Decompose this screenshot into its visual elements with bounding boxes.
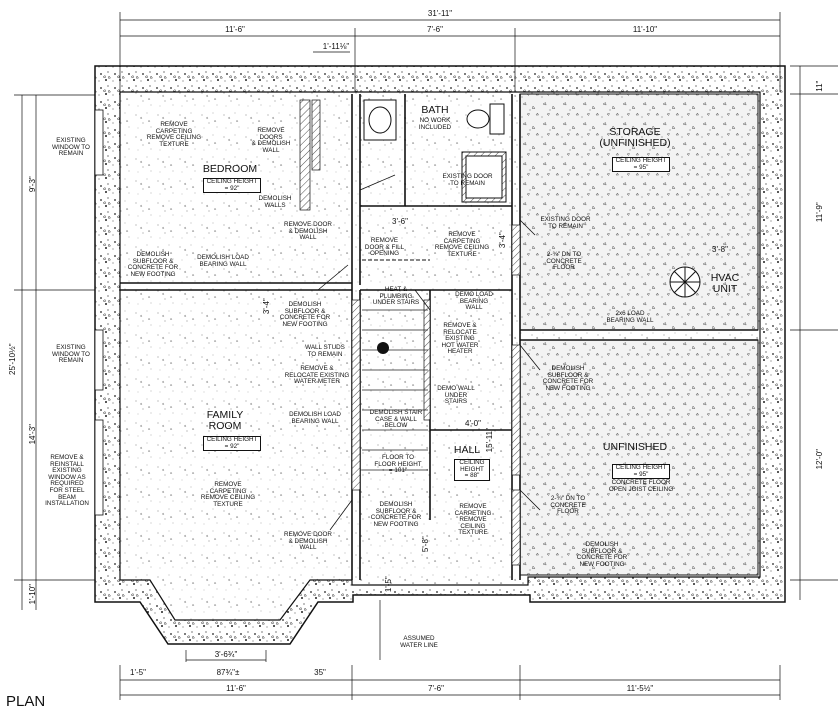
note-family-load-wall: DEMOLISH LOAD BEARING WALL: [289, 411, 341, 425]
note-hot-water: REMOVE & RELOCATE EXISTING HOT WATER HEA…: [441, 322, 479, 356]
dim-right-1: 11": [814, 80, 824, 92]
dim-bot-3: 35": [314, 668, 326, 677]
note-family-subfloor: DEMOLISH SUBFLOOR & CONCRETE FOR NEW FOO…: [279, 301, 331, 328]
note-unfinished-step: 2-¾" DN TO CONCRETE FLOOR: [550, 495, 586, 516]
note-storage-step: 2-¾" DN TO CONCRETE FLOOR: [546, 251, 582, 272]
dim-left-3: 1'-10": [27, 584, 37, 605]
dim-1511: 15'-11": [484, 428, 494, 453]
note-storage-door: EXISTING DOOR TO REMAIN: [540, 216, 591, 230]
dim-left-2: 14'-3": [27, 424, 37, 445]
dim-right-2: 11'-9": [814, 202, 824, 223]
note-hall-carpet: REMOVE CARPETING REMOVE CEILING TEXTURE: [454, 503, 492, 537]
note-remove-doors: REMOVE DOORS & DEMOLISH WALL: [251, 127, 291, 154]
note-bath-door: EXISTING DOOR TO REMAIN: [442, 173, 493, 187]
dim-bot-6: 11'-5½": [626, 684, 654, 693]
dim-top-total: 31'-11": [427, 9, 453, 18]
dim-bay: 3'-6¾": [214, 650, 238, 659]
note-bedroom-subfloor: DEMOLISH SUBFLOOR & CONCRETE FOR NEW FOO…: [127, 251, 179, 278]
dim-bot-5: 7'-6": [428, 684, 444, 693]
dim-58: 5'-8": [420, 536, 430, 553]
dim-34a: 3'-4": [497, 232, 507, 249]
note-demo-load-wall: DEMO LOAD BEARING WALL: [455, 291, 493, 312]
room-hall-label: HALL: [453, 444, 481, 456]
dim-36: 3'-6": [392, 217, 408, 226]
dim-40: 4'-0": [465, 419, 481, 428]
dim-bot-2: 87¾"±: [216, 668, 240, 677]
note-bedroom-load-wall: DEMOLISH LOAD BEARING WALL: [197, 254, 249, 268]
note-water-line: ASSUMED WATER LINE: [400, 635, 438, 649]
note-bath-carpet: REMOVE CARPETING REMOVE CEILING TEXTURE: [434, 231, 490, 258]
note-hall-subfloor: DEMOLISH SUBFLOOR & CONCRETE FOR NEW FOO…: [370, 501, 422, 528]
dim-left-total: 25'-10½": [7, 343, 17, 375]
room-storage-label: STORAGE (UNFINISHED): [599, 126, 671, 150]
bath-note: NO WORK INCLUDED: [418, 117, 452, 131]
room-bedroom-label: BEDROOM: [202, 163, 258, 175]
unfinished-note: CONCRETE FLOOR OPEN JOIST CEILING: [608, 479, 674, 493]
note-unfinished-subfloor-2: DEMOLISH SUBFLOOR & CONCRETE FOR NEW FOO…: [576, 541, 628, 568]
plan-title: PLAN: [6, 693, 46, 710]
hvac-label: HVAC UNIT: [710, 272, 740, 296]
dim-bot-1: 1'-5": [130, 668, 146, 677]
note-remove-door-2: REMOVE DOOR & DEMOLISH WALL: [284, 531, 332, 552]
room-unfinished-label: UNFINISHED: [602, 441, 668, 453]
note-remove-door-1: REMOVE DOOR & DEMOLISH WALL: [284, 221, 332, 242]
dim-top-2: 7'-6": [427, 25, 443, 34]
dim-top-small: 1'-11⅛": [322, 42, 350, 51]
note-stair-case: DEMOLISH STAIR CASE & WALL BELOW: [369, 409, 423, 430]
note-window-family: EXISTING WINDOW TO REMAIN: [52, 344, 90, 365]
dim-38: 3'-8": [712, 245, 728, 254]
room-family-label: FAMILY ROOM: [206, 409, 244, 433]
note-unfinished-subfloor-1: DEMOLISH SUBFLOOR & CONCRETE FOR NEW FOO…: [542, 365, 594, 392]
storage-ceiling-height: CEILING HEIGHT = 95": [612, 157, 670, 173]
dim-34b: 3'-4": [261, 298, 271, 315]
note-water-meter: REMOVE & RELOCATE EXISTING WATER METER: [284, 365, 350, 386]
hall-ceiling-height: CEILING HEIGHT = 88": [454, 459, 490, 481]
dim-right-3: 12'-0": [814, 449, 824, 470]
bedroom-ceiling-height: CEILING HEIGHT = 92": [203, 178, 261, 194]
dim-bot-4: 11'-6": [226, 684, 246, 693]
note-fill-opening: REMOVE DOOR & FILL OPENING: [364, 237, 405, 258]
dim-top-3: 11'-10": [632, 25, 658, 34]
note-window-bedroom: EXISTING WINDOW TO REMAIN: [52, 137, 90, 158]
note-demolish-walls: DEMOLISH WALLS: [258, 195, 292, 209]
dim-top-1: 11'-6": [225, 25, 245, 34]
family-ceiling-height: CEILING HEIGHT = 92": [203, 436, 261, 452]
dim-15: 1'-5": [383, 576, 393, 593]
note-load-wall-2x6: 2x6 LOAD BEARING WALL: [606, 310, 654, 324]
unfinished-ceiling-height: CEILING HEIGHT = 95": [612, 464, 670, 480]
note-window-reinstall: REMOVE & REINSTALL EXISTING WINDOW AS RE…: [45, 454, 89, 508]
note-floor-height: FLOOR TO FLOOR HEIGHT = 101": [374, 454, 422, 475]
dim-left-1: 9'-3": [27, 176, 37, 193]
note-heat-plumbing: HEAT & PLUMBING UNDER STAIRS: [372, 286, 420, 307]
note-bedroom-carpet: REMOVE CARPETING REMOVE CEILING TEXTURE: [146, 121, 202, 148]
note-family-carpet: REMOVE CARPETING REMOVE CEILING TEXTURE: [200, 481, 256, 508]
room-bath-label: BATH: [421, 104, 449, 116]
note-wall-studs: WALL STUDS TO REMAIN: [305, 344, 345, 358]
note-demo-wall-stairs: DEMO WALL UNDER STAIRS: [437, 385, 475, 406]
